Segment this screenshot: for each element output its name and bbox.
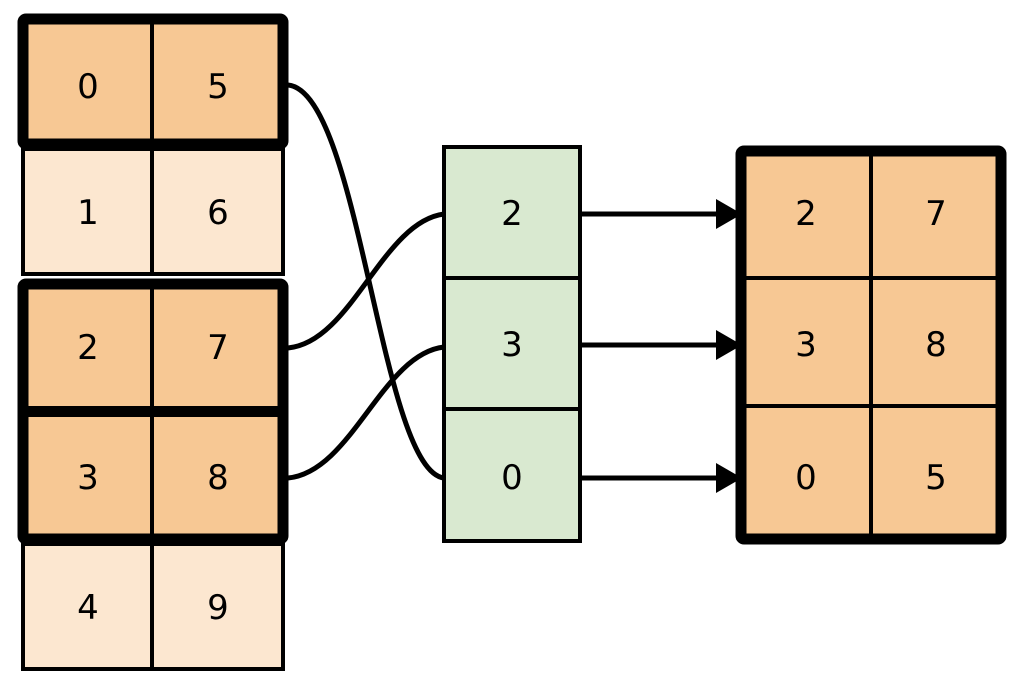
index-cell-2-bg: [444, 409, 580, 541]
source-cell-r1c0-text: 1: [77, 193, 99, 233]
source-table-row-3[interactable]: 3 8: [23, 414, 283, 539]
source-cell-r0c1-text: 5: [207, 67, 229, 107]
source-cell-r0c0-bg: [23, 19, 152, 144]
result-cell-r2c0-bg: [741, 406, 871, 539]
result-table-row-2[interactable]: 0 5: [795, 458, 947, 498]
index-cell-0-text: 2: [501, 194, 523, 234]
source-cell-r4c1-text: 9: [207, 588, 229, 628]
result-cell-r0c1-text: 7: [925, 194, 947, 234]
result-cell-r1c1-bg: [871, 278, 1001, 406]
connector-source-row-3-to-index-1: [285, 344, 447, 481]
source-table: 0 5 1 6 2 7: [17, 13, 289, 671]
result-cell-r2c1-bg: [871, 406, 1001, 539]
result-cell-r1c1-text: 8: [925, 325, 947, 365]
source-table-row-4[interactable]: 4 9: [21, 542, 285, 671]
connector-source-row-2-to-index-0: [285, 211, 447, 351]
arrow-index-1-to-result-row-1: [580, 330, 742, 360]
source-cell-r0c0-text: 0: [77, 67, 99, 107]
source-table-row-1[interactable]: 1 6: [21, 147, 285, 276]
source-cell-r3c1-text: 8: [207, 458, 229, 498]
source-cell-r0c1-bg: [152, 19, 283, 144]
source-cell-r3c0-text: 3: [77, 458, 99, 498]
result-cell-r0c0-bg: [741, 151, 871, 278]
index-column: 2 3 0: [442, 145, 582, 543]
source-cell-r2c0-text: 2: [77, 328, 99, 368]
source-cell-r4c0-bg: [23, 544, 152, 669]
index-cell-1-text: 3: [501, 325, 523, 365]
source-cell-r1c0-bg: [23, 149, 152, 274]
source-cell-r3c0-bg: [23, 414, 152, 539]
arrow-head-icon-1: [716, 330, 742, 360]
source-cell-r4c0-text: 4: [77, 588, 99, 628]
connector-curves: [285, 82, 447, 481]
source-cell-r2c1-bg: [152, 284, 283, 409]
source-cell-r4c1-bg: [152, 544, 283, 669]
result-cell-r1c0-bg: [741, 278, 871, 406]
index-cell-2-text: 0: [501, 458, 523, 498]
arrow-index-2-to-result-row-2: [580, 463, 742, 493]
source-cell-r3c1-bg: [152, 414, 283, 539]
result-table: 2 7 3 8 0 5: [735, 145, 1007, 545]
result-table-outline: [735, 145, 1007, 545]
arrow-head-icon-2: [716, 463, 742, 493]
result-arrows: [580, 199, 742, 493]
source-cell-r1c1-text: 6: [207, 193, 229, 233]
index-cell-0-bg: [444, 147, 580, 278]
arrow-head-icon-0: [716, 199, 742, 229]
result-cell-r0c0-text: 2: [795, 194, 817, 234]
source-cell-r2c1-text: 7: [207, 328, 229, 368]
source-cell-r1c1-bg: [152, 149, 283, 274]
result-table-row-0[interactable]: 2 7: [795, 194, 947, 234]
result-cell-r0c1-bg: [871, 151, 1001, 278]
result-cell-r1c0-text: 3: [795, 325, 817, 365]
result-table-row-1[interactable]: 3 8: [795, 325, 947, 365]
source-row-0-highlight-outline: [17, 13, 289, 150]
source-cell-r2c0-bg: [23, 284, 152, 409]
result-cell-r2c0-text: 0: [795, 458, 817, 498]
result-cell-r2c1-text: 5: [925, 458, 947, 498]
arrow-index-0-to-result-row-0: [580, 199, 742, 229]
source-table-row-2[interactable]: 2 7: [23, 284, 283, 409]
source-rows-2-3-highlight-outline: [17, 278, 289, 545]
index-cell-1-bg: [444, 278, 580, 409]
source-table-row-0[interactable]: 0 5: [17, 13, 289, 150]
